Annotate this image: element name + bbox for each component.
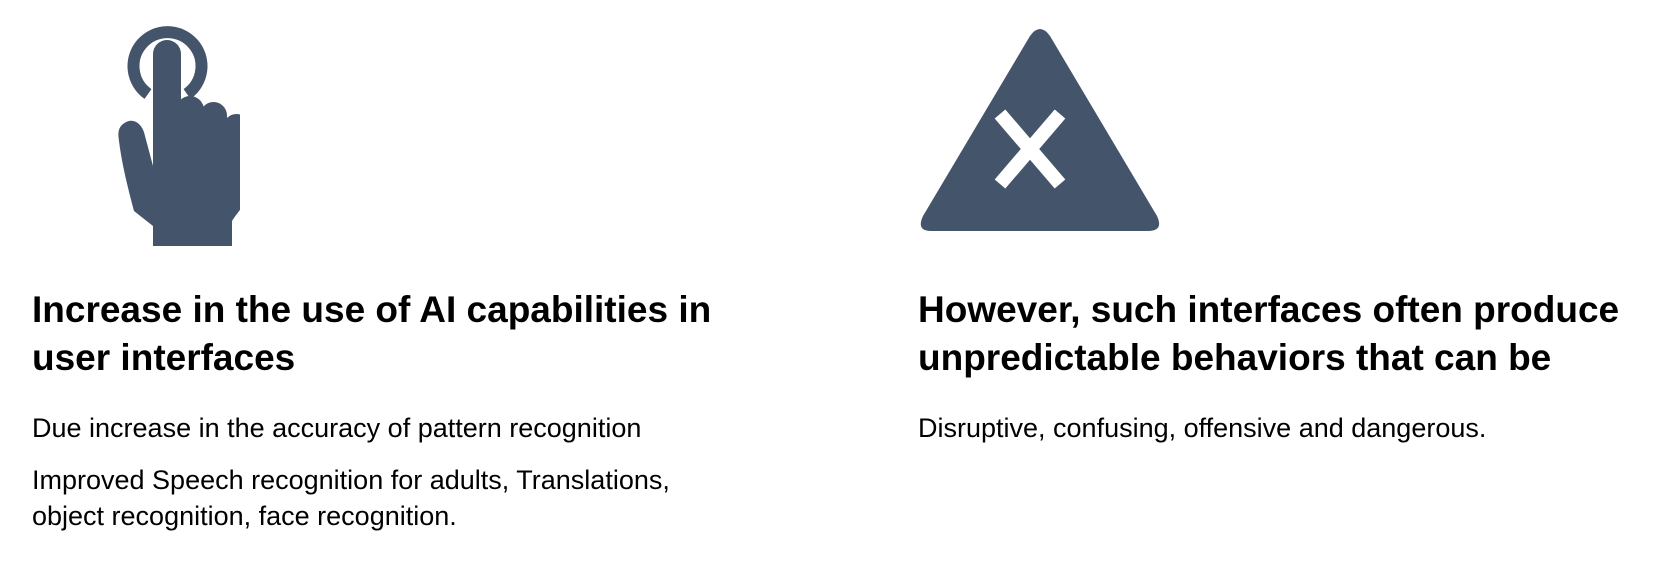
left-paragraph-2-line1: Improved Speech recognition for adults, … (32, 465, 670, 495)
left-column: Increase in the use of AI capabilities i… (32, 0, 822, 561)
left-paragraph-2: Improved Speech recognition for adults, … (32, 462, 670, 534)
right-heading-line1: However, such interfaces often produce (918, 289, 1620, 330)
left-paragraph-1: Due increase in the accuracy of pattern … (32, 413, 642, 443)
right-column: However, such interfaces often produce un… (918, 0, 1658, 561)
left-paragraph-2-line2: object recognition, face recognition. (32, 501, 457, 531)
right-heading-line2: unpredictable behaviors that can be (918, 337, 1552, 378)
left-heading-line1: Increase in the use of AI capabilities i… (32, 289, 712, 330)
left-heading: Increase in the use of AI capabilities i… (32, 286, 711, 382)
right-heading: However, such interfaces often produce un… (918, 286, 1619, 382)
left-heading-line2: user interfaces (32, 337, 296, 378)
pointing-hand-icon (118, 26, 240, 246)
right-paragraph-1: Disruptive, confusing, offensive and dan… (918, 413, 1487, 443)
warning-triangle-x-icon (920, 29, 1160, 231)
